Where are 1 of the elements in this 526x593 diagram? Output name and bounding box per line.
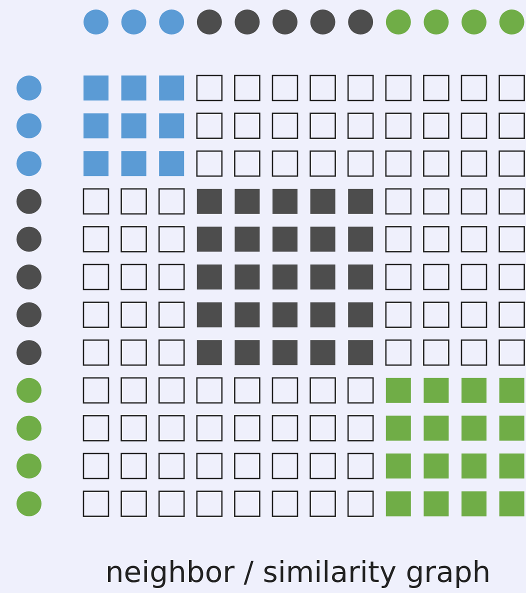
caption: neighbor / similarity graph [104, 554, 492, 591]
